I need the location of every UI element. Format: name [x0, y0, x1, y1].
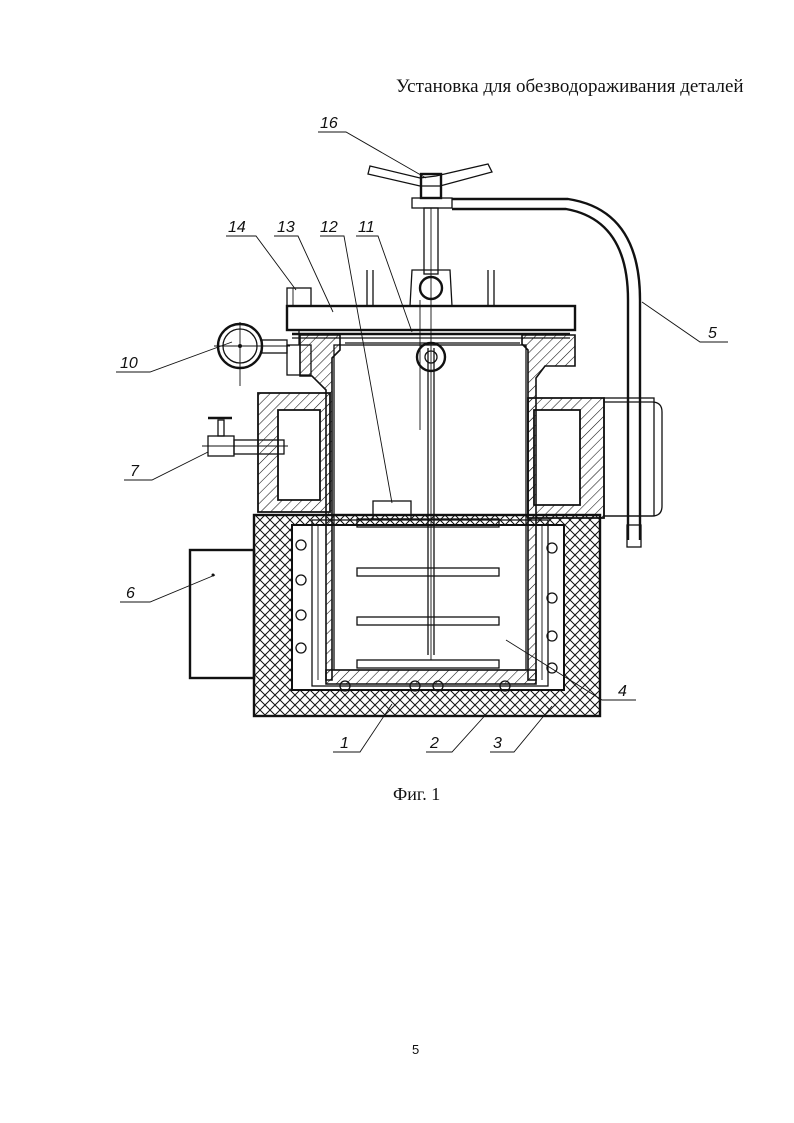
callout-5: 5	[708, 325, 717, 342]
document-title: Установка для обезводораживания деталей	[396, 76, 744, 97]
page-number: 5	[412, 1042, 420, 1057]
pressure-gauge	[214, 322, 290, 386]
callout-3: 3	[493, 735, 502, 752]
figure-caption: Фиг. 1	[393, 784, 441, 804]
callout-11: 11	[358, 219, 375, 236]
callout-1: 1	[340, 735, 349, 752]
leader-lines	[116, 131, 728, 753]
callout-7: 7	[130, 463, 140, 480]
part-trays	[356, 500, 500, 669]
furnace-inner-shell	[311, 519, 549, 687]
control-box	[188, 548, 256, 680]
retort-vessel	[299, 334, 576, 685]
callout-6: 6	[126, 585, 135, 602]
callout-13: 13	[277, 219, 295, 236]
valve-7	[202, 416, 288, 457]
callout-14: 14	[228, 219, 246, 236]
callout-12: 12	[320, 219, 338, 236]
pipe-5	[452, 197, 642, 548]
callout-4: 4	[618, 683, 627, 700]
stirrer-assembly	[345, 163, 520, 660]
callout-2: 2	[429, 735, 439, 752]
callout-labels: 16 14 13 12 11 10 7 6 5 4 1 2 3	[120, 115, 717, 752]
callout-16: 16	[320, 115, 338, 132]
cooling-jacket	[257, 392, 663, 519]
callout-10: 10	[120, 355, 138, 372]
